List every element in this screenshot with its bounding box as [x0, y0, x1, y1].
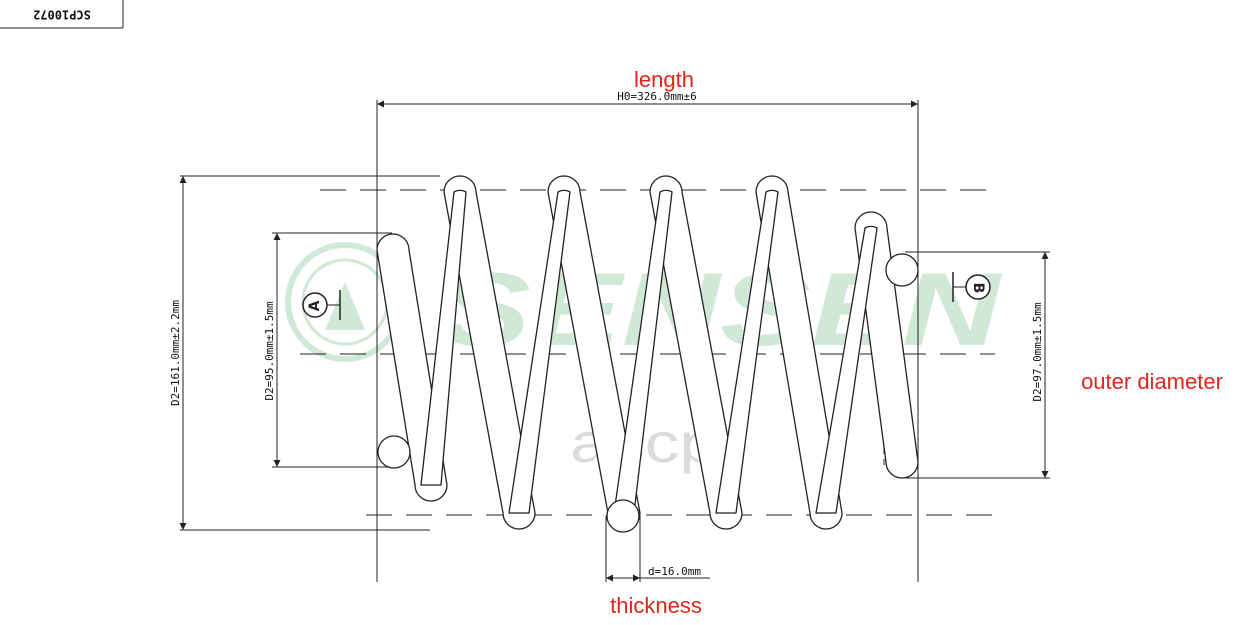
length-annotation: length	[634, 67, 694, 92]
end-b-diameter-value: D2=97.0mm±1.5mm	[1031, 302, 1044, 402]
coil-3	[649, 175, 743, 530]
length-value: H0=326.0mm±6	[617, 90, 696, 103]
datum-marker-b: B	[952, 272, 991, 302]
wire-section-thickness	[606, 499, 640, 533]
spring-coils	[376, 175, 919, 533]
datum-letter-b: B	[970, 283, 986, 294]
outer-diameter-annotation: outer diameter	[1081, 369, 1223, 394]
coil-5	[854, 211, 919, 479]
return-strand-4	[715, 189, 779, 514]
dimension-lines	[179, 100, 1049, 582]
coil-4	[755, 175, 843, 530]
part-number-label: SCP10072	[0, 0, 124, 29]
datum-letter-a: A	[307, 300, 323, 311]
part-number-text: SCP10072	[33, 8, 91, 22]
return-strand-5	[815, 225, 878, 514]
datum-marker-a: A	[302, 290, 341, 320]
return-strand-3	[613, 189, 673, 514]
coil-1	[443, 175, 536, 530]
return-strand-2	[508, 189, 571, 514]
wire-section-a	[377, 435, 411, 469]
tree-icon	[325, 282, 365, 330]
wire-diameter-value: d=16.0mm	[648, 565, 701, 578]
extension-lines	[180, 100, 1050, 582]
outer-diameter-value: D2=161.0mm±2.2mm	[169, 300, 182, 406]
return-strand-1	[420, 189, 467, 486]
thickness-annotation: thickness	[610, 593, 702, 618]
end-a-diameter-value: D2=95.0mm±1.5mm	[263, 301, 276, 401]
wire-section-b	[885, 253, 919, 287]
